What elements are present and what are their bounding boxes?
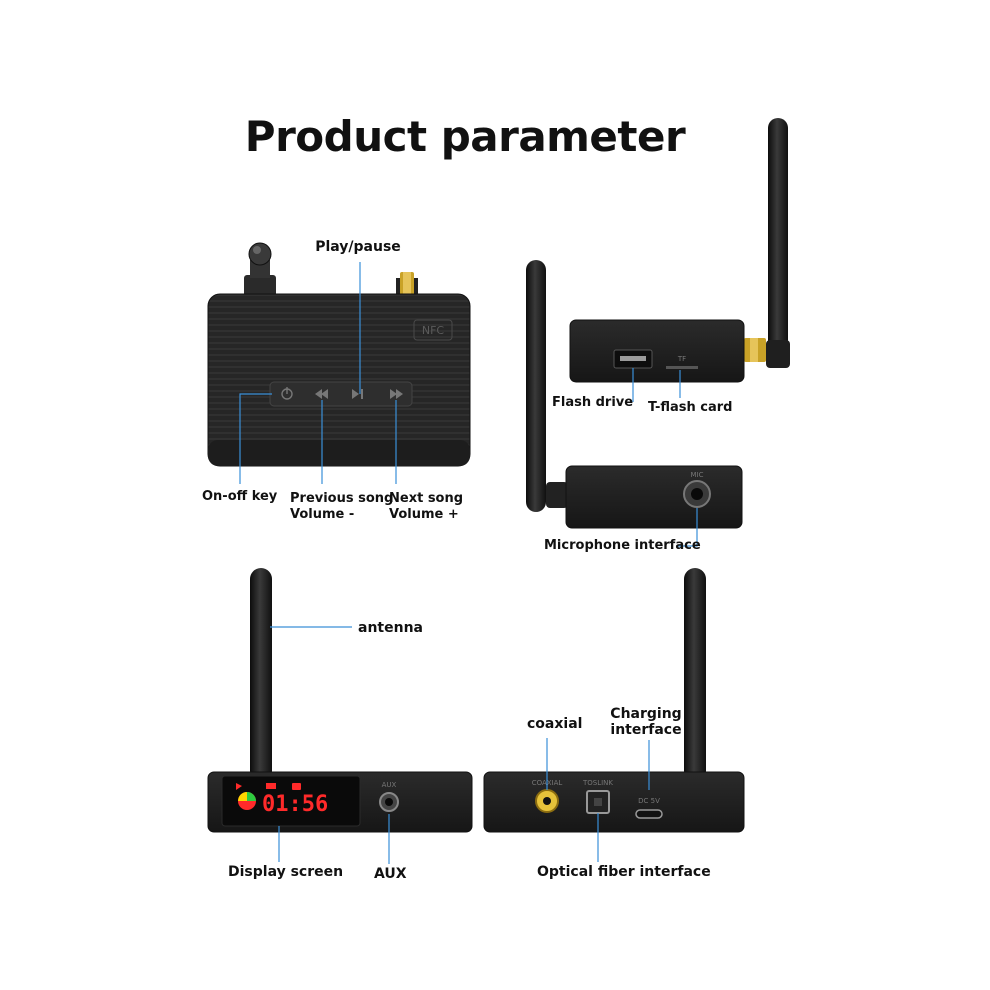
label-optical-fiber-interface: Optical fiber interface <box>537 864 711 880</box>
label-play-pause: Play/pause <box>315 239 401 255</box>
label-aux: AUX <box>374 866 407 882</box>
callout-lines-bottom-right <box>546 738 650 862</box>
label-display-screen: Display screen <box>228 864 344 880</box>
label-flash-drive: Flash drive <box>552 395 634 410</box>
toslink-port-mark: TOSLINK <box>582 779 613 787</box>
mic-port-mark: MIC <box>691 471 704 479</box>
label-coaxial: coaxial <box>527 716 583 732</box>
tf-slot-mark: TF <box>677 355 686 363</box>
label-interface: interface <box>610 722 682 738</box>
label-on-off-key: On-off key <box>202 489 278 504</box>
top-view-device <box>207 242 471 467</box>
label-t-flash-card: T-flash card <box>648 400 733 415</box>
front-view-device <box>207 568 473 833</box>
side-view-upper <box>569 118 790 383</box>
aux-port-mark: AUX <box>382 781 397 789</box>
back-view-device <box>483 568 745 833</box>
display-clock: 01:56 <box>262 792 328 817</box>
callout-lines-right <box>632 368 698 547</box>
label-antenna: antenna <box>358 620 423 636</box>
side-view-lower <box>526 260 743 529</box>
label-microphone-interface: Microphone interface <box>544 538 701 553</box>
label-previous-song: Previous song <box>290 491 394 506</box>
callout-lines-top <box>239 262 397 484</box>
page-title: Product parameter <box>244 112 686 161</box>
callout-lines-bottom-left <box>270 626 390 864</box>
nfc-mark: NFC <box>422 324 445 337</box>
label-volume-plus: Volume + <box>389 507 459 522</box>
dc-port-mark: DC 5V <box>638 797 660 805</box>
label-volume-minus: Volume - <box>290 507 355 522</box>
label-next-song: Next song <box>389 491 464 506</box>
label-charging: Charging <box>610 706 682 722</box>
